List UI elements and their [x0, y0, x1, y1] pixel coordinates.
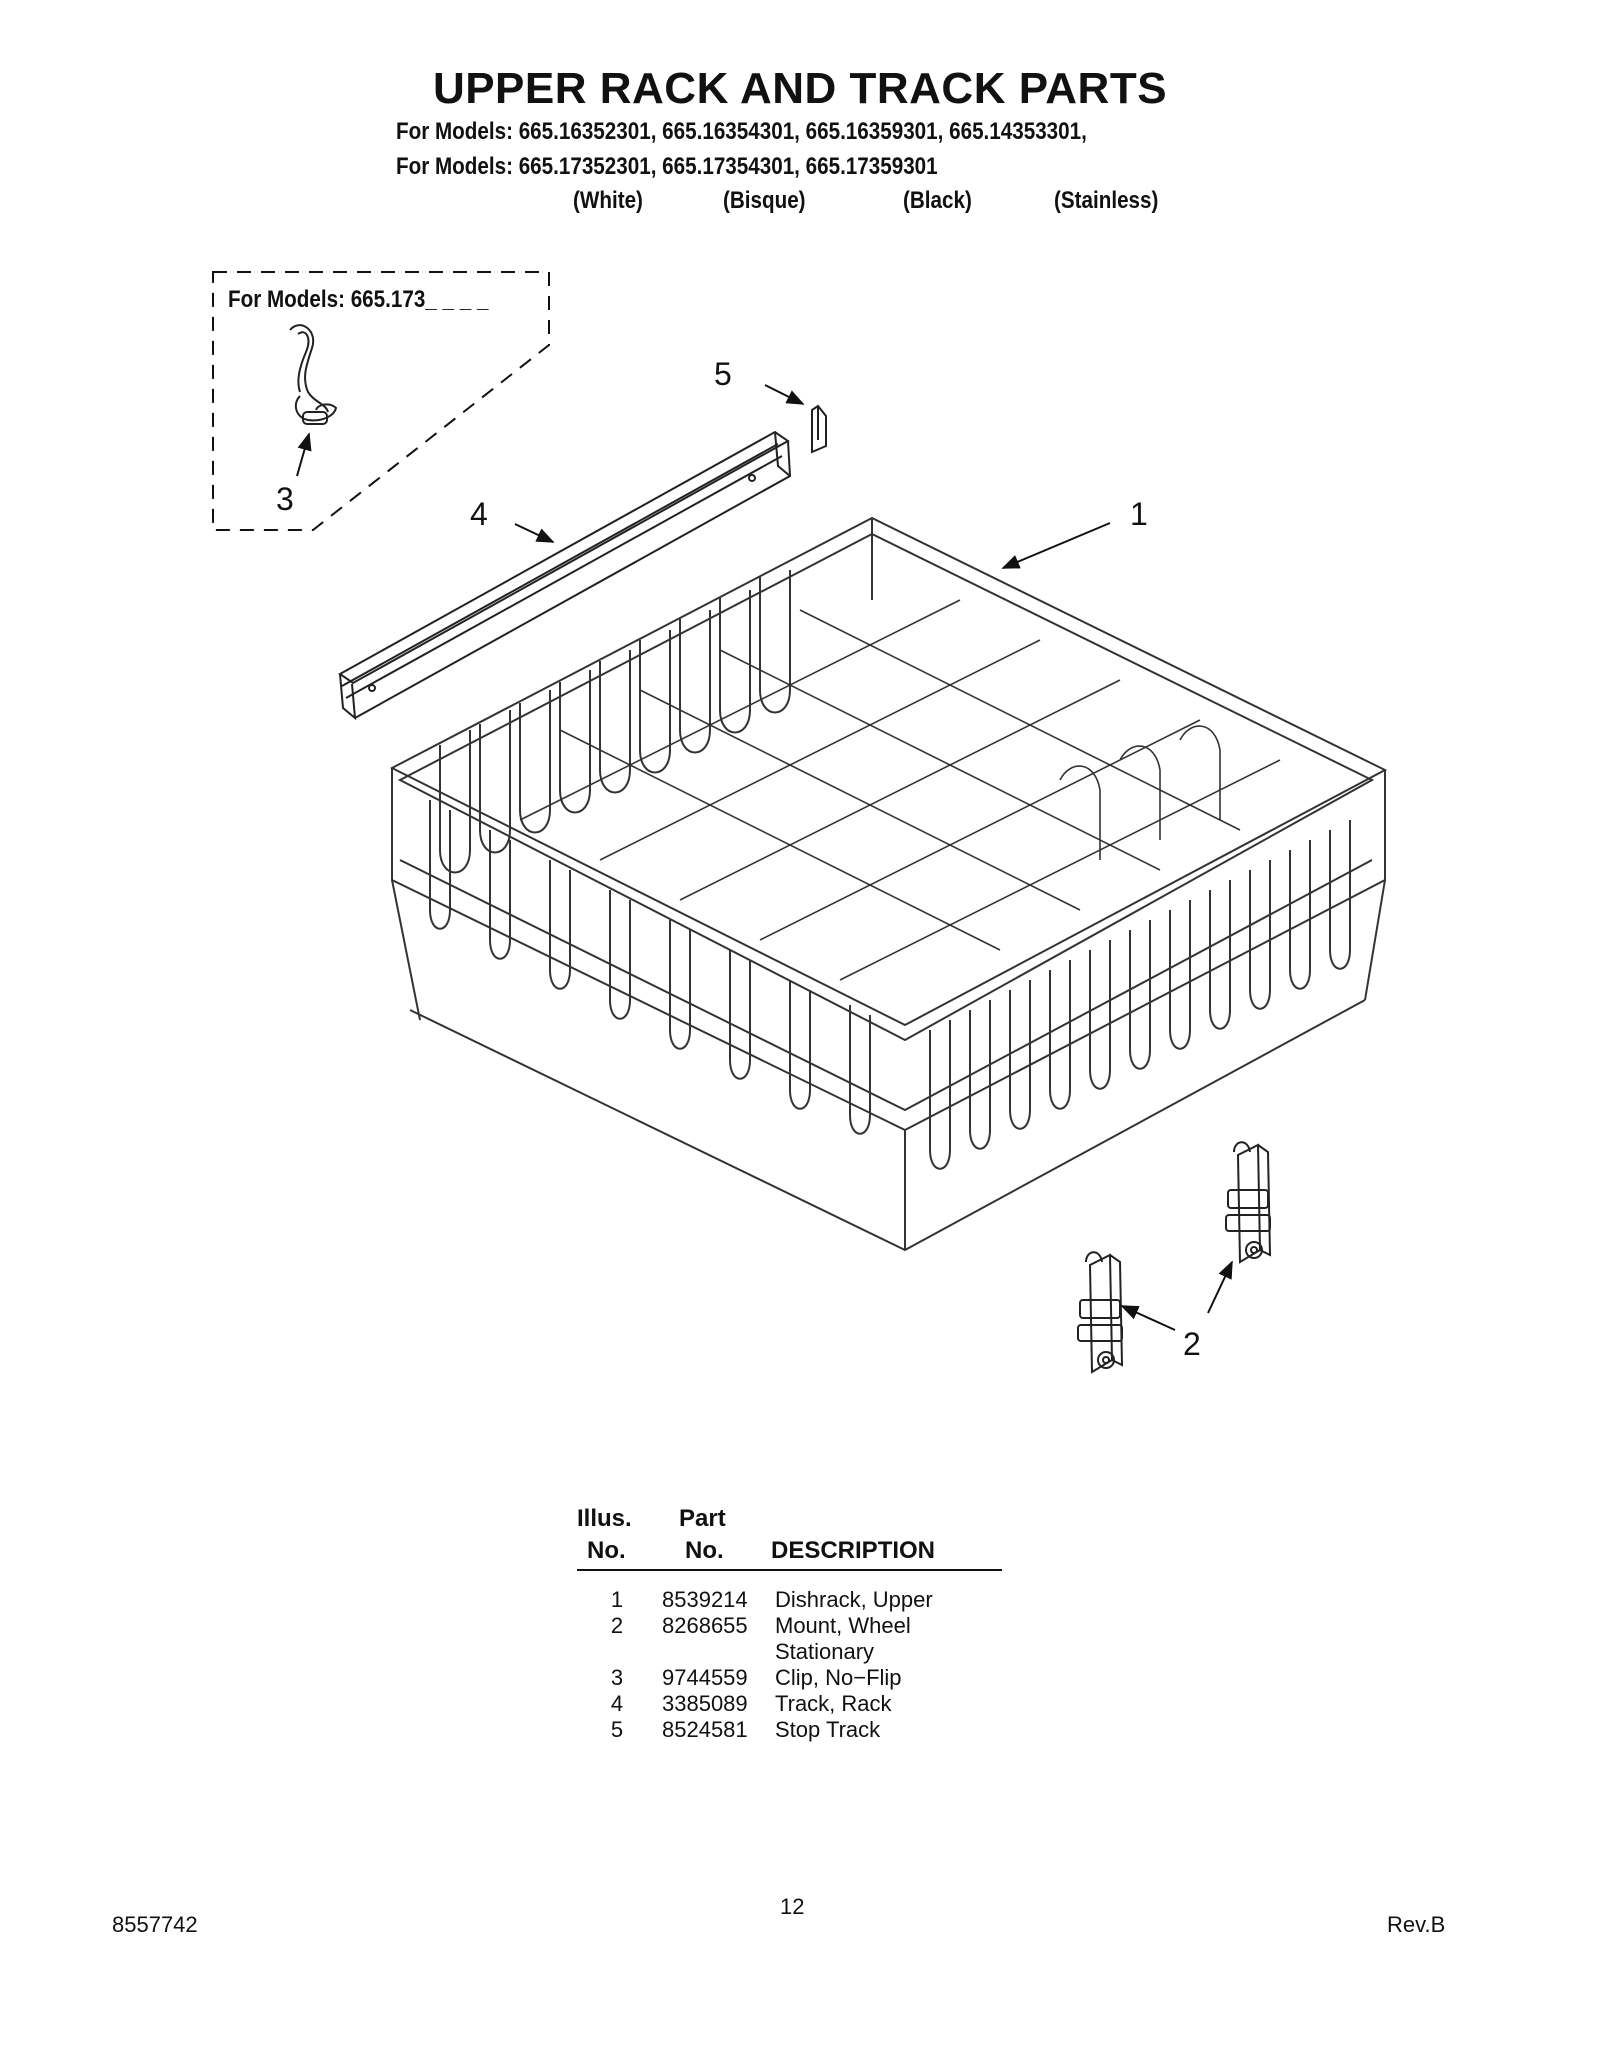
- page-number: 12: [780, 1894, 805, 1919]
- row-illus-no: 2: [610, 1613, 624, 1638]
- table-row: Stationary: [577, 1639, 1007, 1665]
- table-row: 3 9744559 Clip, No−Flip: [577, 1665, 1007, 1691]
- table-row: 1 8539214 Dishrack, Upper: [577, 1587, 1007, 1613]
- no-flip-clip-part: [289, 324, 338, 425]
- header-rule: [577, 1569, 1002, 1571]
- wheel-mount-part-a: [1077, 1251, 1124, 1374]
- stop-track-part: [811, 404, 827, 454]
- color-label-white: (White): [573, 187, 643, 214]
- callout-1: 1: [1130, 496, 1148, 532]
- row-description: Clip, No−Flip: [775, 1665, 902, 1690]
- row-part-no: 8524581: [662, 1717, 748, 1742]
- color-label-bisque: (Bisque): [723, 187, 806, 214]
- row-part-no: 8539214: [662, 1587, 748, 1612]
- upper-dishrack-part: [389, 516, 1388, 1252]
- row-part-no: 9744559: [662, 1665, 748, 1690]
- models-line-2: For Models: 665.17352301, 665.17354301, …: [396, 153, 938, 180]
- row-description: Mount, Wheel: [775, 1613, 911, 1638]
- table-row: 4 3385089 Track, Rack: [577, 1691, 1007, 1717]
- row-description: Track, Rack: [775, 1691, 892, 1716]
- callout-2b-leader: [1207, 1260, 1233, 1314]
- callout-3-leader: [296, 432, 312, 477]
- parts-table: Illus. No. Part No. DESCRIPTION 1 853921…: [577, 1505, 1007, 1742]
- callout-1-leader: [1001, 522, 1111, 569]
- row-part-no: 8268655: [662, 1613, 748, 1638]
- color-label-black: (Black): [903, 187, 972, 214]
- color-label-stainless: (Stainless): [1054, 187, 1159, 214]
- row-illus-no: 5: [610, 1717, 624, 1742]
- callout-4: 4: [470, 496, 488, 532]
- row-illus-no: 3: [610, 1665, 624, 1690]
- row-description: Stop Track: [775, 1717, 881, 1742]
- model-variant-box: [212, 271, 550, 531]
- doc-number: 8557742: [112, 1912, 198, 1937]
- callout-4-leader: [514, 523, 555, 543]
- header-illus-line2: No.: [587, 1537, 626, 1564]
- parts-table-header: Illus. No. Part No. DESCRIPTION: [577, 1505, 1007, 1571]
- revision: Rev.B: [1387, 1912, 1446, 1937]
- callout-2a-leader: [1120, 1305, 1176, 1331]
- row-part-no: 3385089: [662, 1691, 748, 1716]
- callout-3: 3: [276, 481, 294, 517]
- header-description: DESCRIPTION: [771, 1537, 936, 1564]
- rack-track-part: [338, 430, 792, 721]
- row-description: Stationary: [775, 1639, 875, 1664]
- header-illus-line1: Illus.: [577, 1505, 632, 1532]
- page-title: UPPER RACK AND TRACK PARTS: [432, 64, 1168, 113]
- parts-diagram: 1 2 3 4 5: [212, 271, 1388, 1374]
- row-illus-no: 1: [610, 1587, 624, 1612]
- header-part-line1: Part: [679, 1505, 726, 1532]
- table-row: 5 8524581 Stop Track: [577, 1717, 1007, 1743]
- callout-2: 2: [1183, 1326, 1201, 1362]
- header-part-line2: No.: [685, 1537, 724, 1564]
- parts-table-rows: 1 8539214 Dishrack, Upper 2 8268655 Moun…: [577, 1587, 1007, 1743]
- model-variant-label: For Models: 665.173_ _ _ _: [228, 286, 489, 313]
- row-illus-no: 4: [610, 1691, 624, 1716]
- table-row: 2 8268655 Mount, Wheel: [577, 1613, 1007, 1639]
- wheel-mount-part-b: [1225, 1141, 1272, 1264]
- callout-5-leader: [764, 384, 805, 405]
- row-description: Dishrack, Upper: [775, 1587, 933, 1612]
- callout-5: 5: [714, 356, 732, 392]
- models-line-1: For Models: 665.16352301, 665.16354301, …: [396, 118, 1087, 145]
